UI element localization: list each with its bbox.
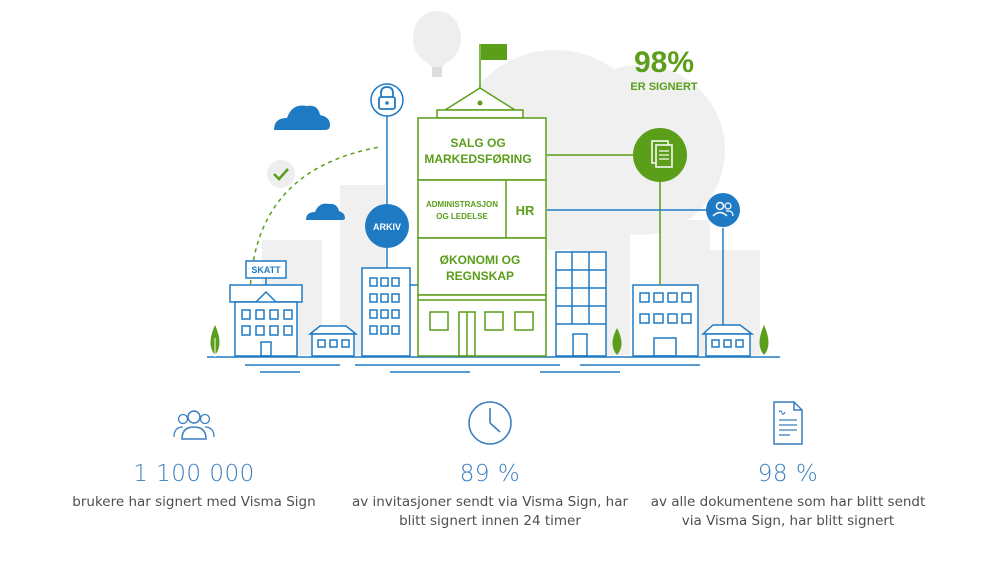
archive-badge: ARKIV — [365, 204, 409, 248]
ground — [207, 356, 780, 373]
svg-text:ARKIV: ARKIV — [373, 222, 401, 232]
stat-users: 1 100 000 brukere har signert med Visma … — [44, 395, 344, 512]
users-icon — [44, 395, 344, 451]
floor-admin-label: OG LEDELSE — [436, 212, 488, 221]
house — [307, 325, 359, 357]
document-icon — [638, 395, 938, 451]
stat-description: av invitasjoner sendt via Visma Sign, ha… — [351, 494, 629, 529]
house — [701, 324, 755, 357]
stat-description: brukere har signert med Visma Sign — [72, 494, 316, 510]
users-icon — [706, 193, 740, 227]
main-building — [417, 44, 547, 357]
balloon-icon — [413, 11, 461, 77]
office-building — [632, 284, 699, 357]
lock-icon — [370, 83, 404, 117]
check-icon — [267, 160, 295, 188]
tree-icon — [612, 328, 622, 355]
signed-percent: 98% — [634, 46, 694, 79]
floor-finance-label: ØKONOMI OG — [440, 253, 521, 267]
floor-hr-label: HR — [516, 203, 535, 218]
clock-icon — [340, 395, 640, 451]
signed-caption: ER SIGNERT — [630, 81, 698, 93]
floor-admin-label: ADMINISTRASJON — [426, 200, 498, 209]
stat-value: 89 % — [459, 461, 521, 487]
floor-sales-label: SALG OG — [450, 136, 505, 150]
main-building-ornaments — [477, 100, 483, 106]
stat-description: av alle dokumentene som har blitt sendt … — [650, 494, 926, 529]
archive-building — [361, 267, 411, 357]
cloud-icon — [274, 105, 330, 130]
office-building — [555, 251, 607, 357]
city-illustration: ARKIV SKATT — [207, 11, 780, 373]
tree-icon — [759, 325, 769, 355]
tax-office-building — [229, 260, 303, 357]
stat-documents: 98 % av alle dokumentene som har blitt s… — [638, 395, 938, 531]
stat-value: 1 100 000 — [133, 461, 255, 487]
floor-sales-label: MARKEDSFØRING — [424, 152, 531, 166]
stat-invitations: 89 % av invitasjoner sendt via Visma Sig… — [340, 395, 640, 531]
cloud-icon — [306, 203, 345, 220]
stat-value: 98 % — [757, 461, 819, 487]
tree-icon — [210, 325, 220, 357]
tax-sign: SKATT — [251, 265, 281, 275]
document-icon — [633, 128, 687, 182]
floor-finance-label: REGNSKAP — [446, 269, 514, 283]
